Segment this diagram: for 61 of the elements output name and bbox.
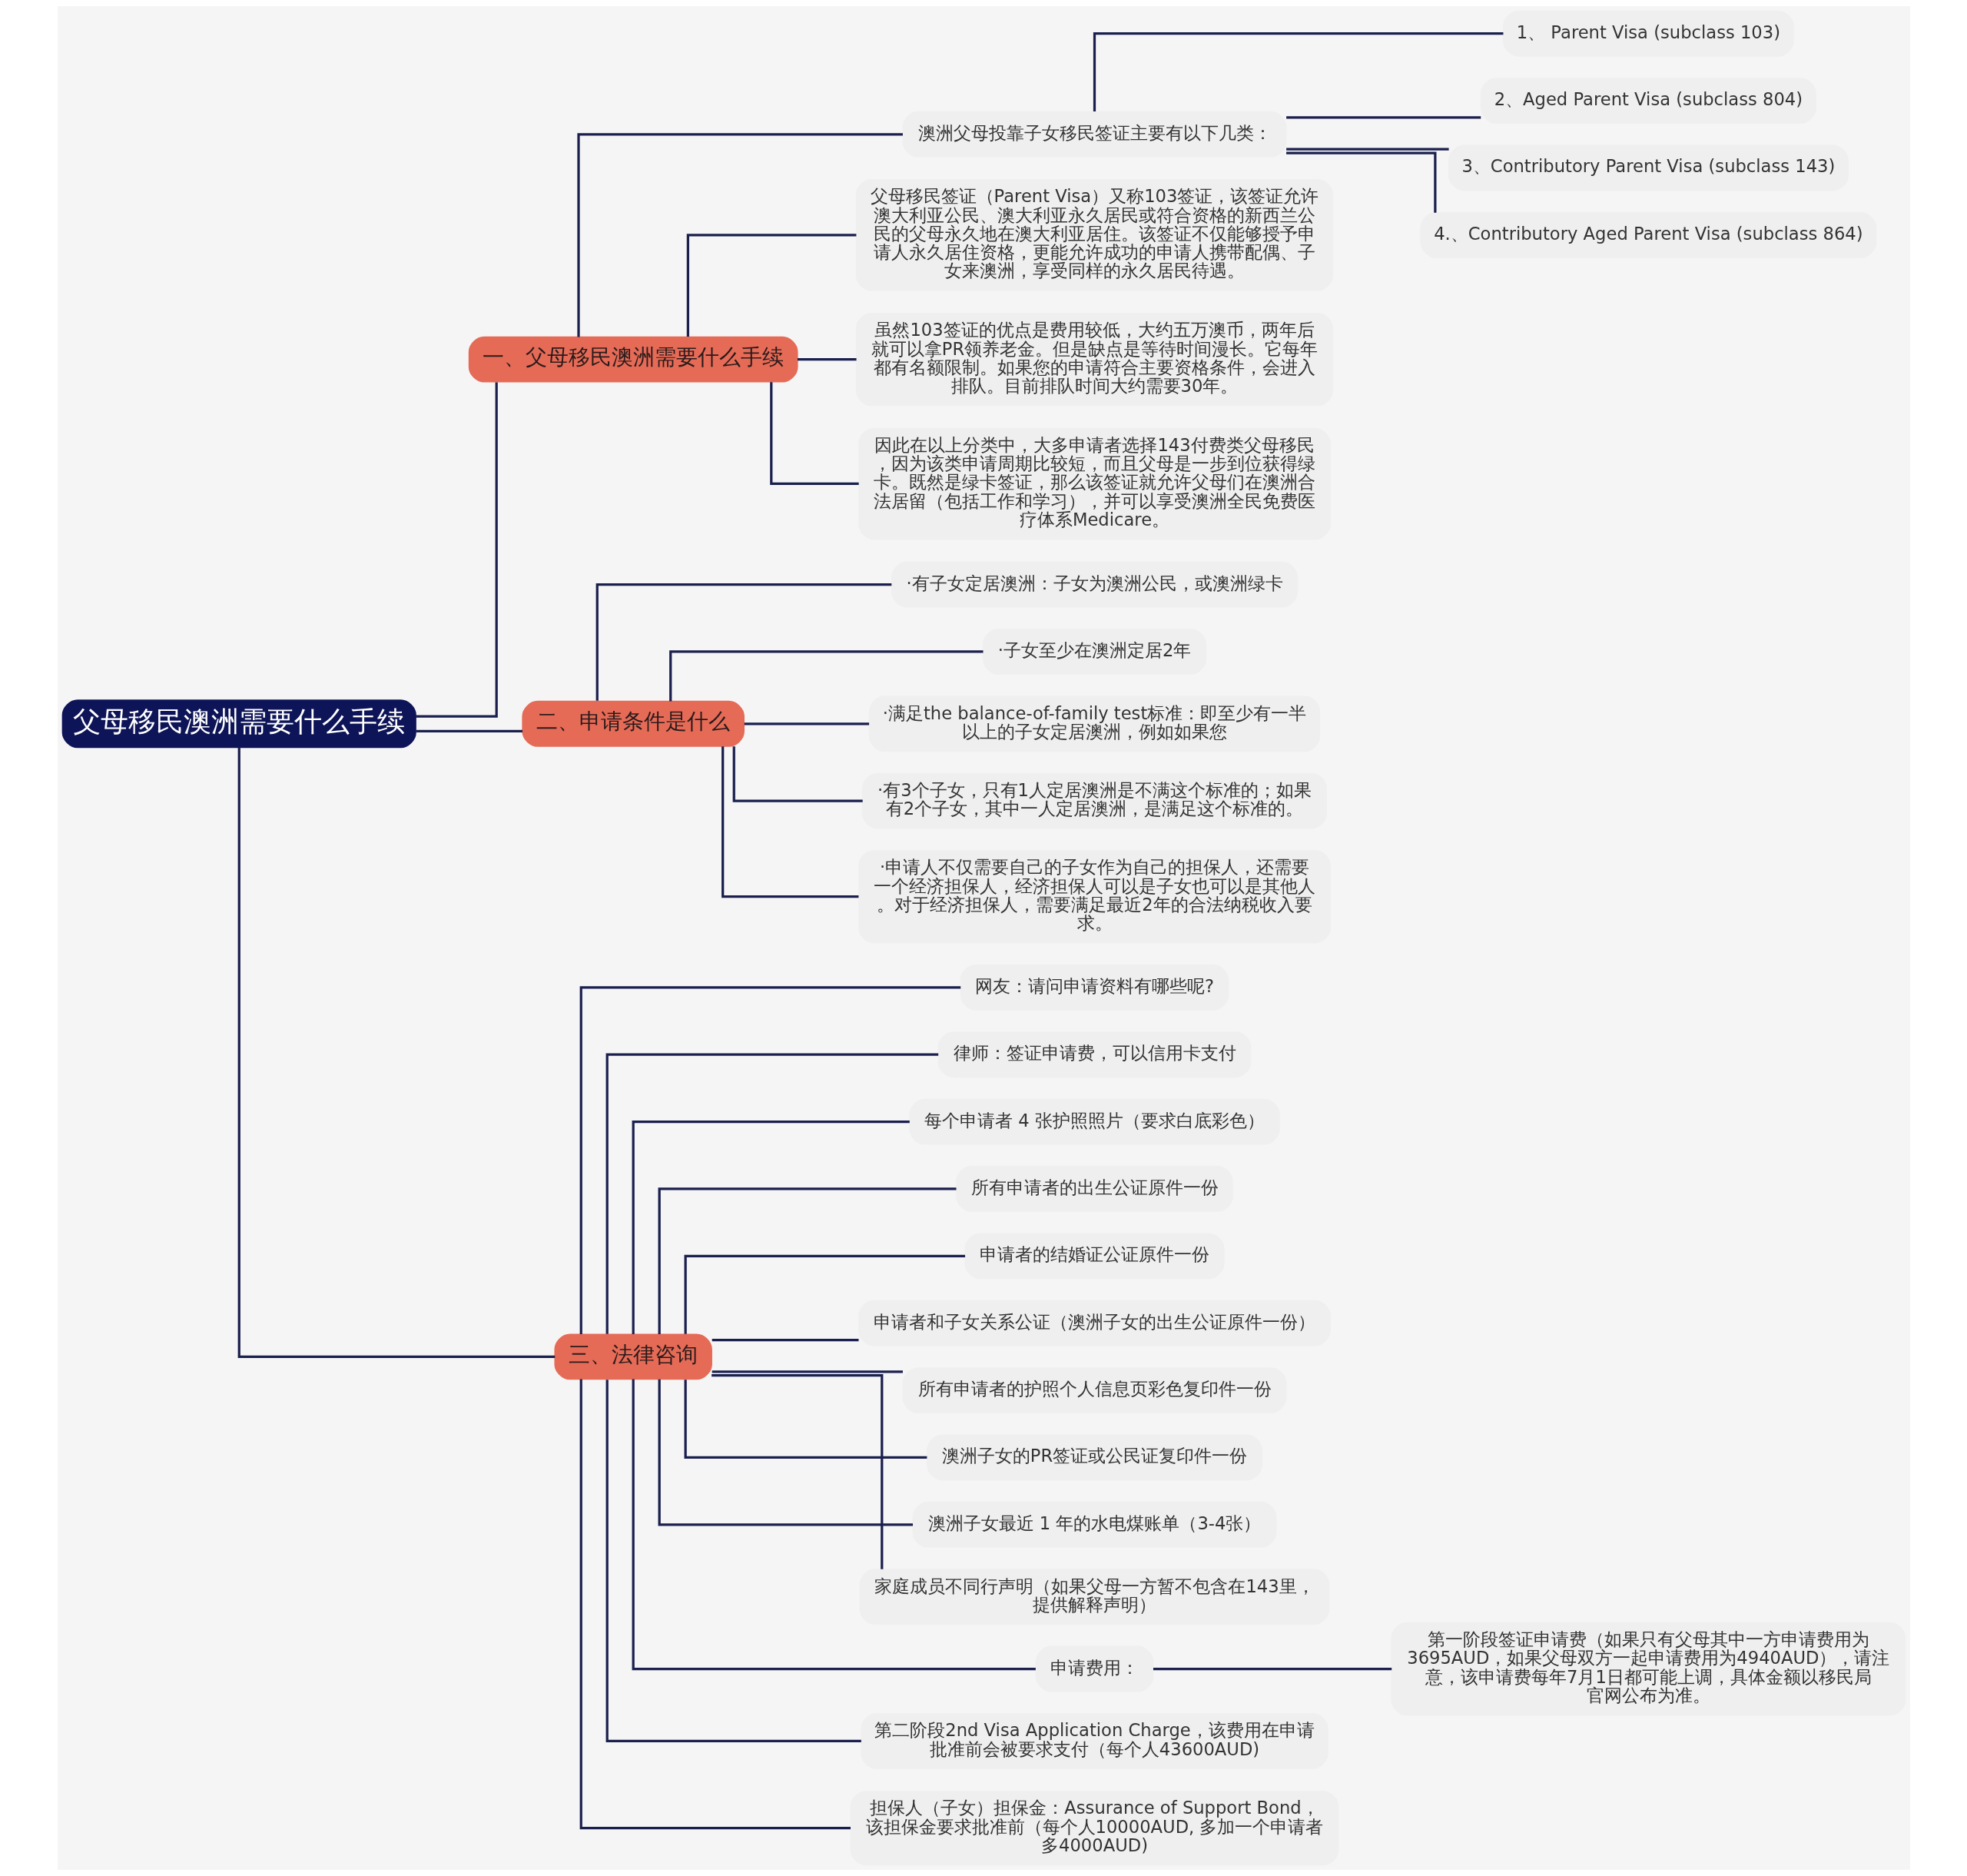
node-box: 申请费用： <box>1035 1645 1153 1692</box>
connector <box>658 1379 913 1526</box>
node-box: ·有3个子女，只有1人定居澳洲是不满这个标准的；如果有2个子女，其中一人定居澳洲，是满足这个标准的。 <box>861 772 1327 829</box>
node-box: 三、法律咨询 <box>553 1333 712 1380</box>
connector <box>605 1053 938 1334</box>
node-box: ·申请人不仅需要自己的子女作为自己的担保人，还需要一个经济担保人，经济担保人可以是子女也可以是其他人。对于经济担保人，需要满足最近2年的合法纳税收入要求。 <box>857 850 1331 944</box>
connector <box>668 650 984 702</box>
node-box: ·满足the balance-of-family test标准：即至少有一半以上的子女定居澳洲，例如如果您 <box>868 696 1320 752</box>
connector <box>721 746 858 898</box>
node-box: 所有申请者的护照个人信息页彩色复印件一份 <box>902 1367 1286 1414</box>
node-box: 申请者和子女关系公证（澳洲子女的出生公证原件一份） <box>857 1300 1331 1346</box>
node-box: 虽然103签证的优点是费用较低，大约五万澳币，两年后就可以拿PR领养老金。但是缺点是等待时间漫长。它每年都有名额限制。如果您的申请符合主要资格条件，会进入排队。目前排队时间大约需要30年。 <box>855 313 1333 407</box>
node-box: 一、父母移民澳洲需要什么手续 <box>468 336 798 383</box>
connector <box>684 1380 927 1459</box>
connector <box>1285 151 1436 213</box>
node-box: 父母移民签证（Parent Visa）又称103签证，该签证允许澳大利亚公民、澳大利亚永久居民或符合资格的新西兰公民的父母永久地在澳大利亚居住。该签证不仅能够授予申请人永久居住资格，更能允许成功的申请人携带配偶、子女来澳洲，享受同样的永久居民待遇。 <box>855 179 1333 291</box>
connector <box>605 1380 861 1742</box>
connector <box>1153 1667 1391 1671</box>
node-box: 网友：请问申请资料有哪些呢? <box>960 964 1229 1011</box>
node-box: 每个申请者 4 张护照照片（要求白底彩色） <box>908 1098 1280 1145</box>
connector <box>579 1379 851 1830</box>
node-box: 担保人（子女）担保金：Assurance of Support Bond，该担保金要求批准前（每个人10000AUD, 多加一个申请者多4000AUD) <box>850 1791 1338 1866</box>
node-box: ·有子女定居澳洲：子女为澳洲公民，或澳洲绿卡 <box>891 561 1298 608</box>
connector <box>595 583 891 701</box>
node-box: 所有申请者的出生公证原件一份 <box>955 1166 1233 1212</box>
connector <box>632 1379 1036 1671</box>
node-box: 申请者的结婚证公证原件一份 <box>964 1233 1225 1280</box>
connector <box>415 729 522 733</box>
connector <box>712 1370 903 1373</box>
connector <box>1093 32 1503 112</box>
connector <box>744 722 869 725</box>
node-box: 第二阶段2nd Visa Application Charge，该费用在申请批准前会被要求支付（每个人43600AUD) <box>860 1713 1328 1769</box>
connector <box>797 358 857 361</box>
node-box: 二、申请条件是什么 <box>521 700 745 747</box>
node-box: 父母移民澳洲需要什么手续 <box>61 699 416 749</box>
node-box: 律师：签证申请费，可以信用卡支付 <box>937 1031 1251 1078</box>
connector <box>769 382 859 486</box>
connector <box>1285 116 1481 119</box>
connector <box>686 234 856 337</box>
connector <box>732 746 863 802</box>
node-box: 第一阶段签证申请费（如果只有父母其中一方申请费用为3695AUD，如果父母双方一起申请费用为4940AUD），请注意，该申请费每年7月1日都可能上调，具体金额以移民局官网公布为准。 <box>1390 1622 1906 1716</box>
connector <box>576 133 903 337</box>
node-box: 因此在以上分类中，大多申请者选择143付费类父母移民，因为该类申请周期比较短，而且父母是一步到位获得绿卡。既然是绿卡签证，那么该签证就允许父母们在澳洲合法居留（包括工作和学习），并可以享受澳洲全民免费医疗体系Medicare。 <box>857 427 1331 540</box>
connector <box>684 1254 965 1334</box>
node-box: 3、Contributory Parent Visa (subclass 143) <box>1448 144 1849 191</box>
node-box: ·子女至少在澳洲定居2年 <box>982 629 1206 675</box>
connector <box>711 1374 883 1569</box>
node-box: 2、Aged Parent Visa (subclass 804) <box>1480 78 1816 125</box>
connector <box>1285 148 1449 151</box>
connector <box>415 382 498 718</box>
node-box: 澳洲父母投靠子女移民签证主要有以下几类： <box>902 111 1286 158</box>
connector <box>237 747 555 1358</box>
connector <box>579 986 960 1335</box>
connector <box>712 1338 858 1342</box>
node-box: 澳洲子女最近 1 年的水电煤账单（3-4张） <box>911 1501 1277 1548</box>
node-box: 澳洲子女的PR签证或公民证复印件一份 <box>926 1434 1262 1481</box>
node-box: 1、 Parent Visa (subclass 103) <box>1502 10 1794 57</box>
node-box: 家庭成员不同行声明（如果父母一方暂不包含在143里，提供解释声明） <box>859 1569 1329 1625</box>
connector <box>658 1187 957 1334</box>
node-box: 4.、Contributory Aged Parent Visa (subclass 864) <box>1419 211 1876 258</box>
connector <box>632 1120 910 1335</box>
